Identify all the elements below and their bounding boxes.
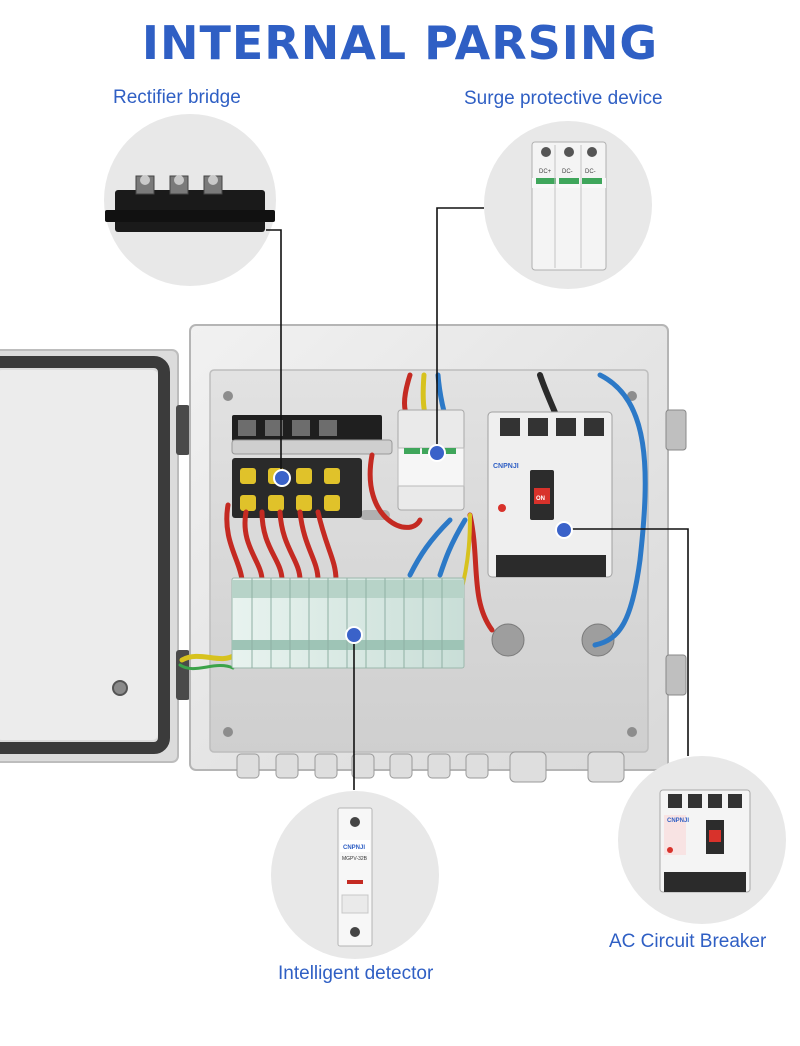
callout-surge-protective-device: DC+ DC- DC- [484, 121, 652, 289]
enclosure-door [0, 349, 190, 763]
door-hinge-bottom [176, 650, 190, 700]
callout-ac-circuit-breaker: CNPNJI [618, 756, 786, 924]
door-hinge-top [176, 405, 190, 455]
detector-strip [231, 577, 465, 669]
label-rectifier-bridge: Rectifier bridge [113, 87, 241, 108]
callout-line-rectifier [266, 229, 282, 478]
callout-rectifier-bridge [104, 114, 276, 286]
callout-intelligent-detector: CNPNJI MGPV-32B [271, 791, 439, 959]
detector-brand: CNPNJI [343, 845, 365, 851]
spd-module [397, 409, 465, 511]
page-title: INTERNAL PARSING [141, 16, 659, 70]
spd-terminal-label-2: DC- [562, 169, 573, 175]
breaker-on-label: ON [536, 496, 545, 502]
label-surge-protective-device: Surge protective device [464, 88, 663, 109]
callout-dot-detector [345, 626, 363, 644]
detector-model: MGPV-32B [342, 856, 368, 862]
cable-glands [236, 751, 625, 783]
label-ac-circuit-breaker: AC Circuit Breaker [609, 931, 767, 952]
wiring [178, 372, 648, 671]
spd-terminal-label-3: DC- [585, 169, 596, 175]
rectifier-busbar-assembly [231, 415, 393, 518]
label-intelligent-detector: Intelligent detector [278, 963, 434, 984]
ac-breaker-module [487, 411, 613, 578]
spd-terminal-label-1: DC+ [539, 169, 552, 175]
callout-line-spd [436, 207, 484, 452]
callout-lines [266, 207, 689, 790]
callout-dot-rectifier [273, 469, 291, 487]
callout-dot-spd [428, 444, 446, 462]
callout-line-breaker [564, 528, 689, 756]
breaker-brand: CNPNJI [667, 818, 689, 824]
breaker-box-brand: CNPNJI [493, 463, 519, 470]
callout-dot-breaker [555, 521, 573, 539]
